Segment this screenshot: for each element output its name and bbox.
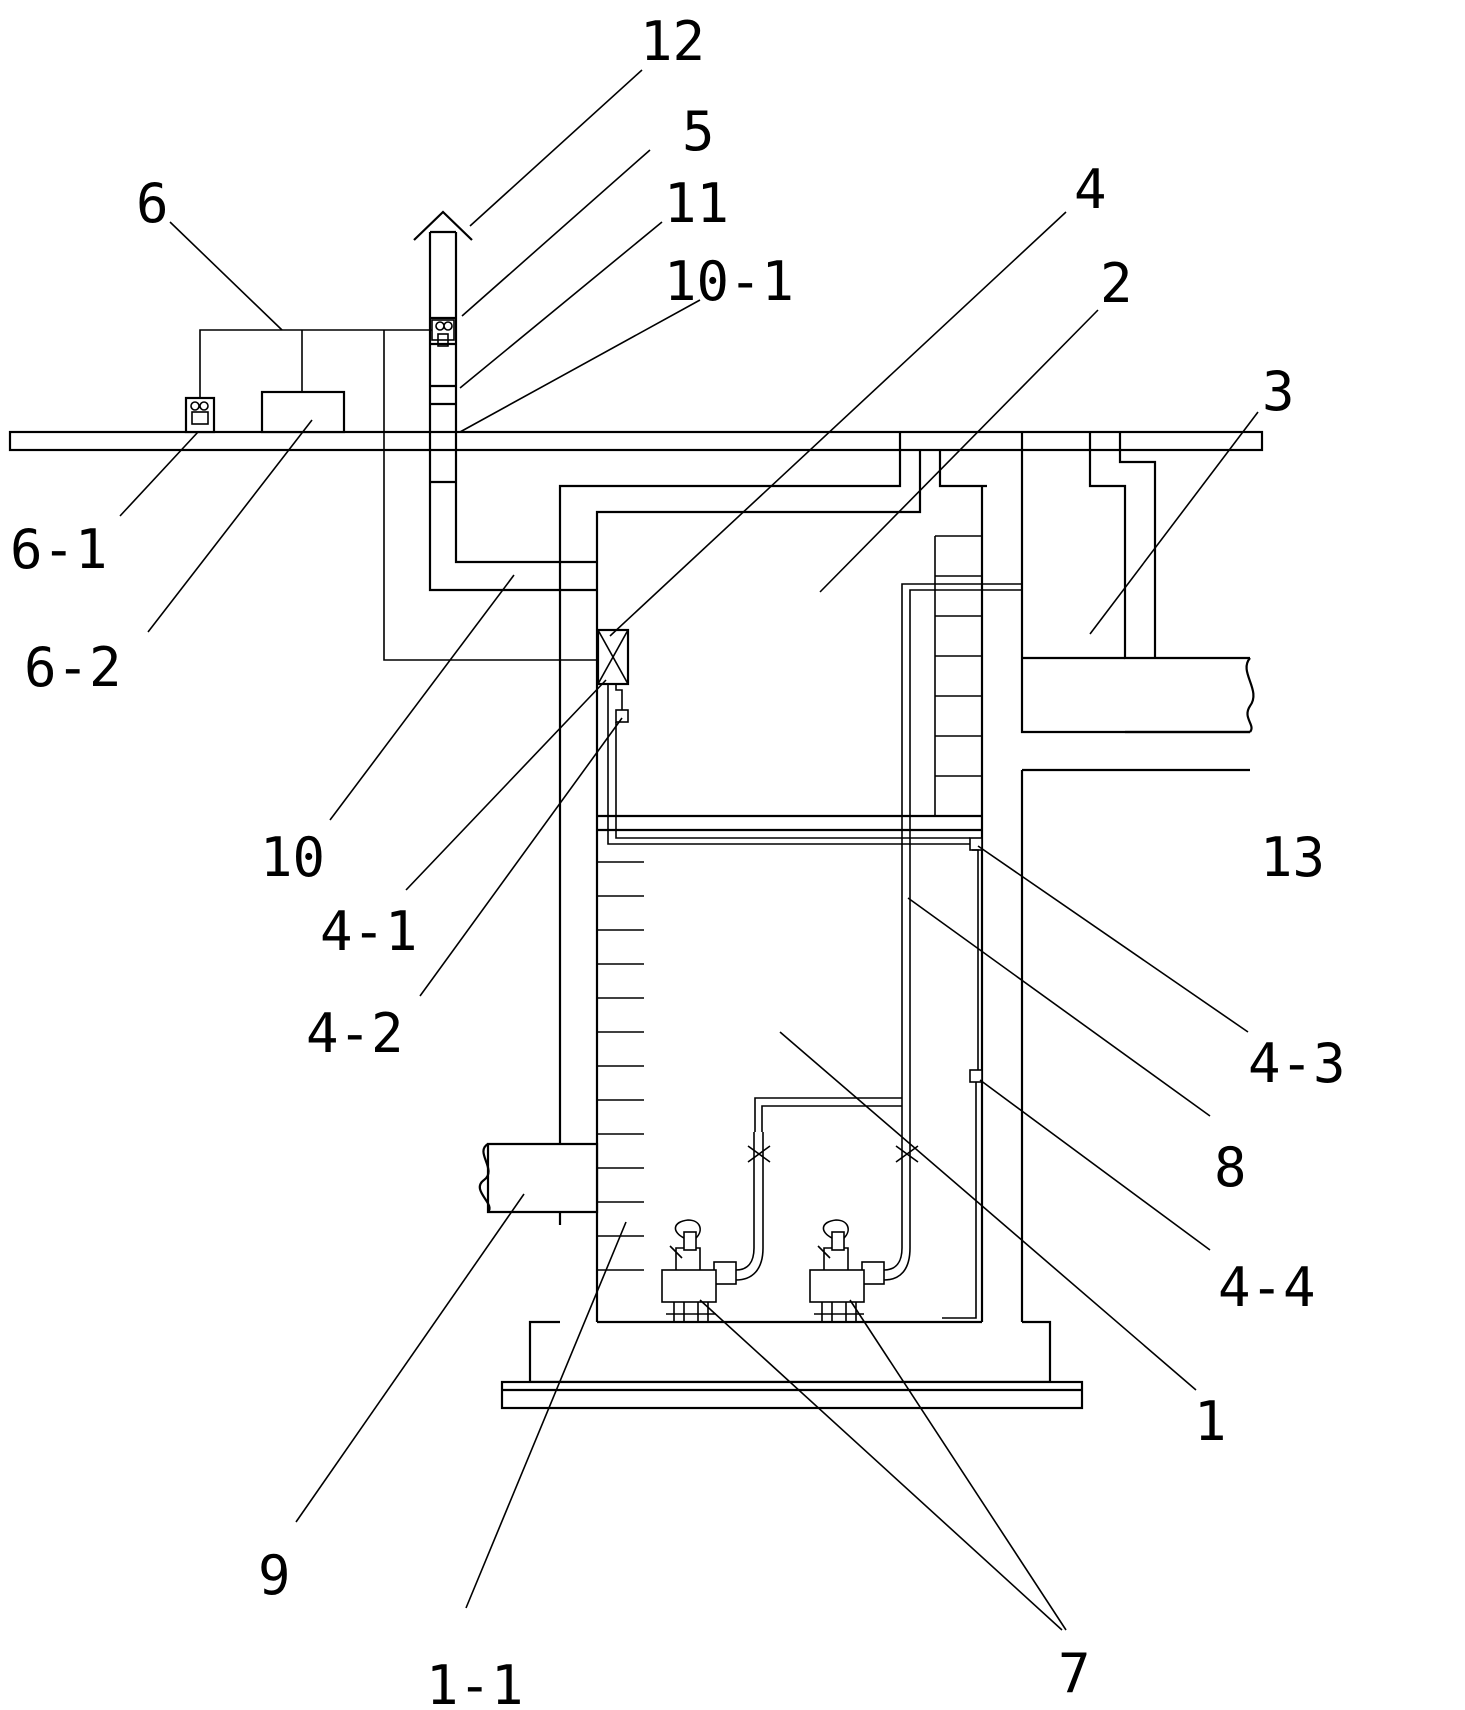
label-5: 5 [682,100,715,163]
control-cabinet-6 [184,329,598,661]
pump-left [661,1132,771,1322]
discharge-pipe-8 [754,583,1022,1132]
label-2: 2 [1100,252,1133,315]
tank-structure [500,432,1084,1410]
label-10: 10 [260,826,325,889]
pump-right [809,1132,919,1322]
label-7: 7 [1058,1642,1091,1705]
label-12: 12 [640,10,705,73]
label-1-1: 1-1 [426,1654,524,1710]
label-3: 3 [1262,360,1295,423]
label-6-2: 6-2 [24,636,122,699]
label-4-4: 4-4 [1218,1256,1316,1319]
leader-lines [119,69,1259,1631]
label-13: 13 [1260,826,1325,889]
label-4-3: 4-3 [1248,1032,1346,1095]
label-4: 4 [1074,158,1107,221]
inlet-chamber-3 [1020,432,1255,772]
label-11: 11 [664,172,729,235]
label-4-1: 4-1 [320,900,418,963]
sensor-assembly-4 [596,628,983,1319]
inlet-pipe-9 [478,1142,599,1214]
label-8: 8 [1214,1136,1247,1199]
label-6-1: 6-1 [10,518,108,581]
vent-pipe-10 [413,210,597,592]
label-4-2: 4-2 [306,1002,404,1065]
label-10-1: 10-1 [664,250,794,313]
label-6: 6 [136,172,169,235]
label-9: 9 [258,1544,291,1607]
callout-labels: 12 5 11 10-1 6 4 2 3 6-1 6-2 10 13 4-1 4… [10,10,1346,1710]
ladder-rungs [597,535,982,1271]
label-1: 1 [1194,1390,1227,1453]
ground-surface [8,430,1264,452]
